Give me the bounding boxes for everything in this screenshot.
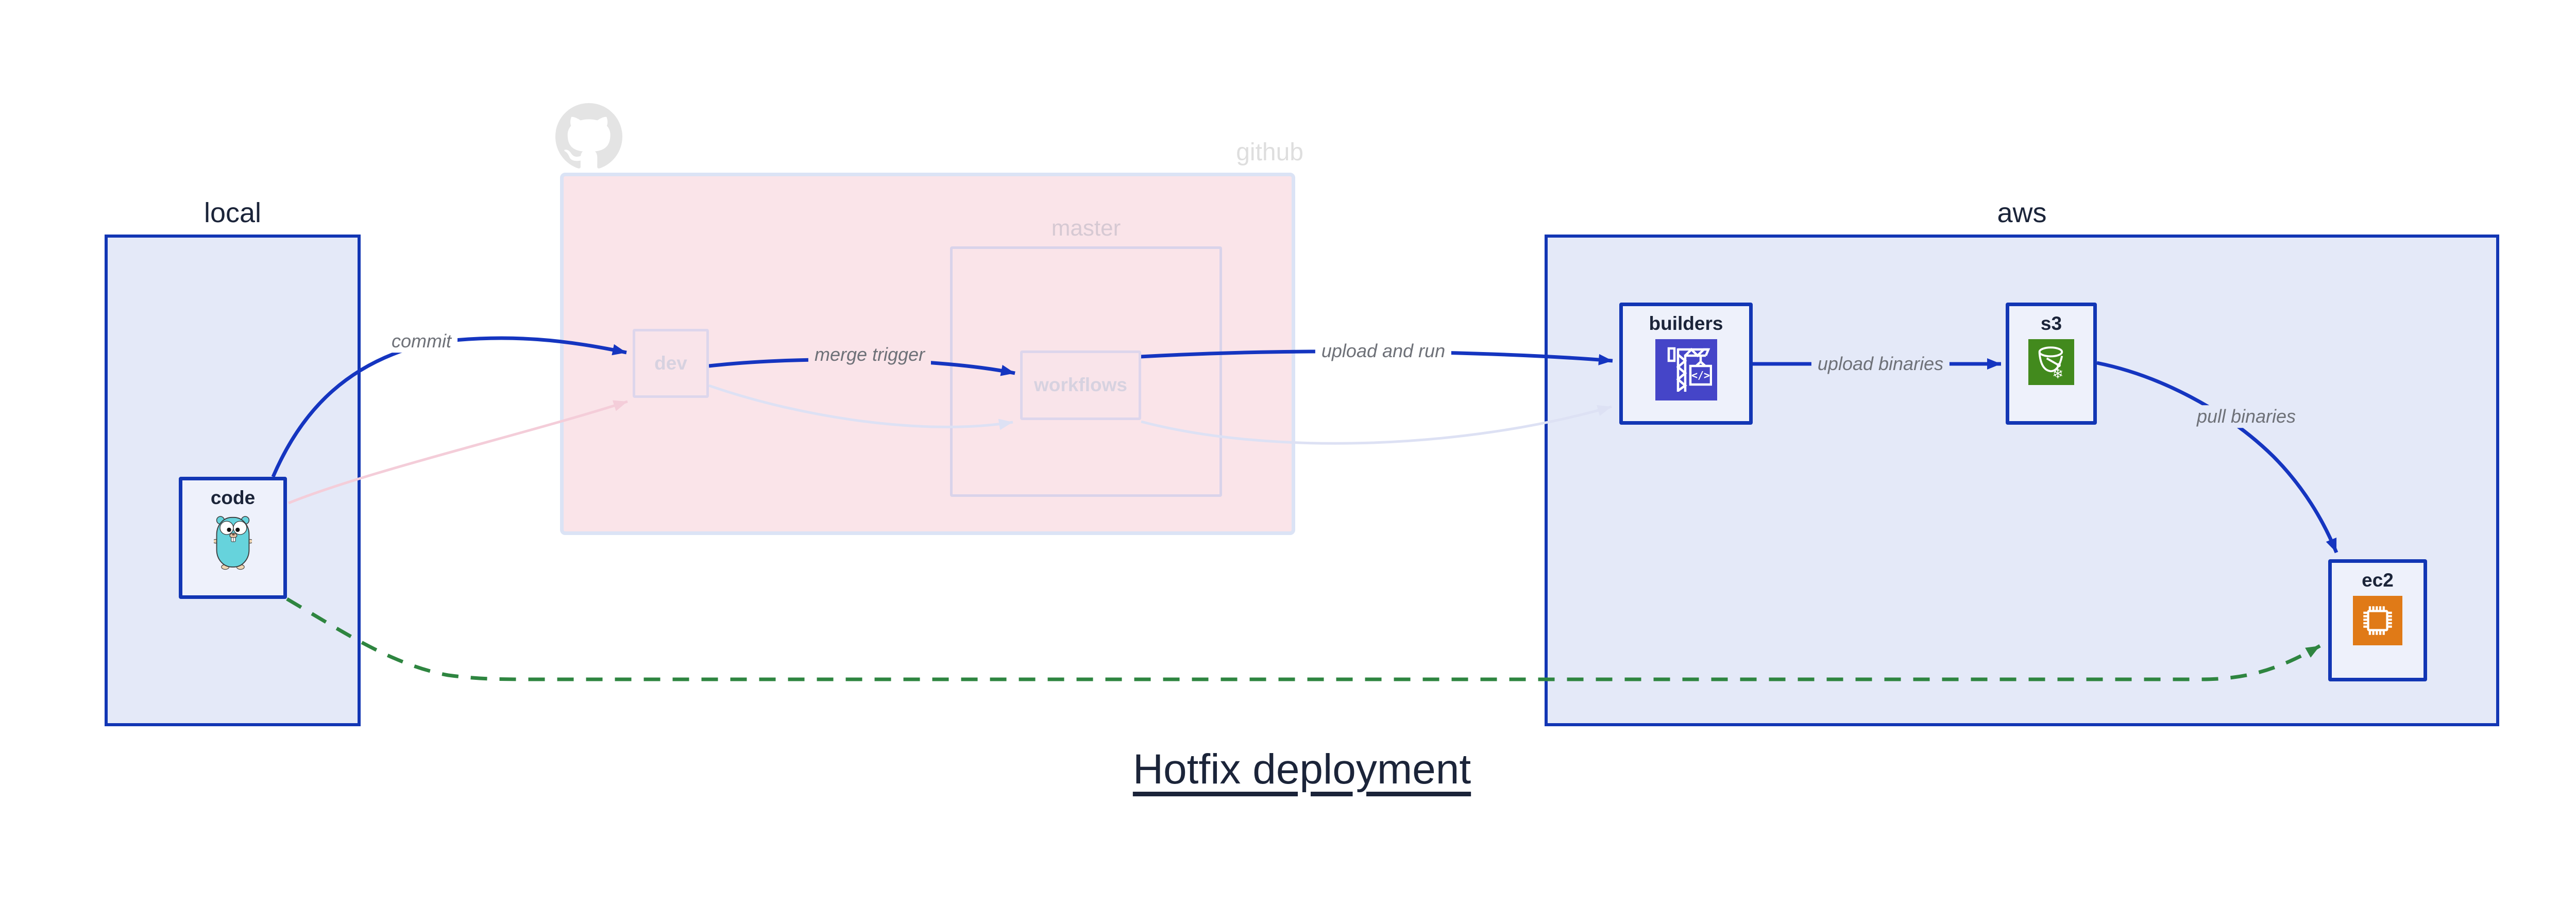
local-group-label: local xyxy=(204,197,262,228)
diagram-title: Hotfix deployment xyxy=(0,745,2576,794)
svg-text:</>: </> xyxy=(1691,369,1709,381)
node-code-label: code xyxy=(210,487,256,508)
diagram-title-text: Hotfix deployment xyxy=(1132,746,1471,793)
node-ec2-label: ec2 xyxy=(2362,570,2394,591)
edge-label-upload-and-run: upload and run xyxy=(1315,340,1452,362)
node-workflows-label: workflows xyxy=(1034,374,1127,396)
s3-bucket-icon: ❄ xyxy=(2028,339,2074,386)
edge-label-commit: commit xyxy=(385,330,457,353)
node-s3-label: s3 xyxy=(2040,313,2062,334)
edge-label-pull-binaries: pull binaries xyxy=(2190,405,2302,428)
edge-label-upload-binaries: upload binaries xyxy=(1811,353,1950,375)
node-workflows: workflows xyxy=(1020,350,1141,420)
node-dev: dev xyxy=(633,329,709,398)
edge-label-merge-trigger: merge trigger xyxy=(808,343,931,366)
node-ec2: ec2 xyxy=(2328,559,2427,681)
master-group-label: master xyxy=(1051,215,1121,241)
node-dev-label: dev xyxy=(654,352,687,374)
node-builders-label: builders xyxy=(1649,313,1723,334)
svg-text:❄: ❄ xyxy=(2052,366,2063,382)
ec2-chip-icon xyxy=(2353,596,2402,646)
node-s3: s3 ❄ xyxy=(2006,303,2097,425)
codebuild-crane-icon: </> xyxy=(1655,339,1717,401)
go-gopher-icon xyxy=(214,516,252,570)
node-builders: builders </> xyxy=(1619,303,1753,425)
github-octocat-logo-icon xyxy=(555,103,622,169)
node-code: code xyxy=(179,477,287,599)
github-group-label: github xyxy=(1236,139,1303,166)
aws-group-label: aws xyxy=(1997,197,2047,228)
